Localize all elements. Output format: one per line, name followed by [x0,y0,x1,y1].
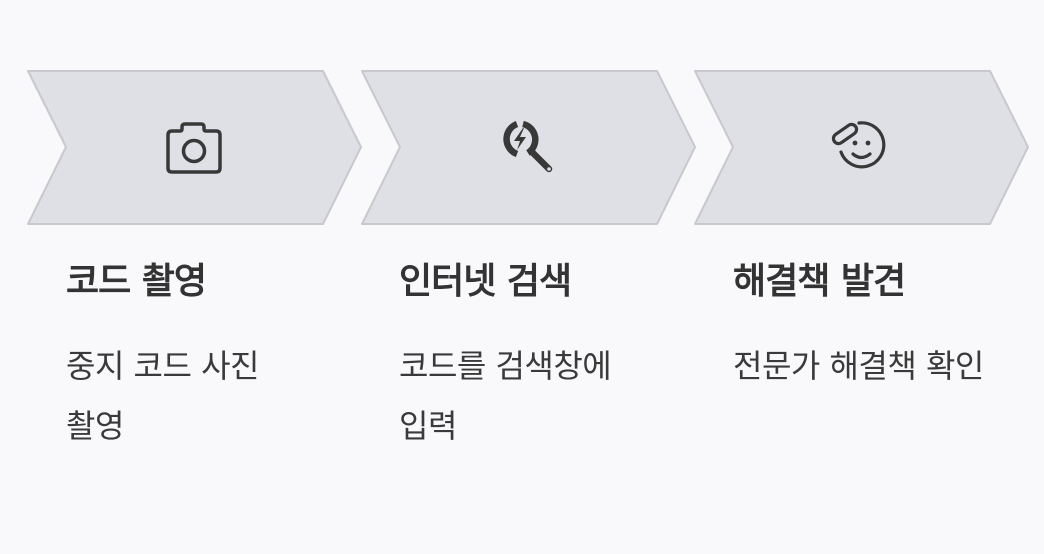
chevron-shapes [27,70,1029,225]
step-description: 코드를 검색창에 입력 [399,347,612,445]
chevron-step-2 [361,70,696,225]
step-title: 코드 촬영 [66,261,207,302]
step-description: 중지 코드 사진 촬영 [66,347,259,445]
step-3: 해결책 발견 전문가 해결책 확인 [733,258,1013,396]
step-2: 인터넷 검색 코드를 검색창에 입력 [399,258,679,456]
step-1: 코드 촬영 중지 코드 사진 촬영 [66,258,346,456]
step-description: 전문가 해결책 확인 [733,347,984,385]
chevron-step-1 [27,70,362,225]
camera-icon [166,122,222,174]
chevron-step-3 [694,70,1029,225]
face-idea-icon [831,121,886,169]
step-title: 해결책 발견 [733,261,906,302]
search-lightning-icon [503,120,553,173]
step-title: 인터넷 검색 [399,261,572,302]
process-flow [0,0,1044,260]
